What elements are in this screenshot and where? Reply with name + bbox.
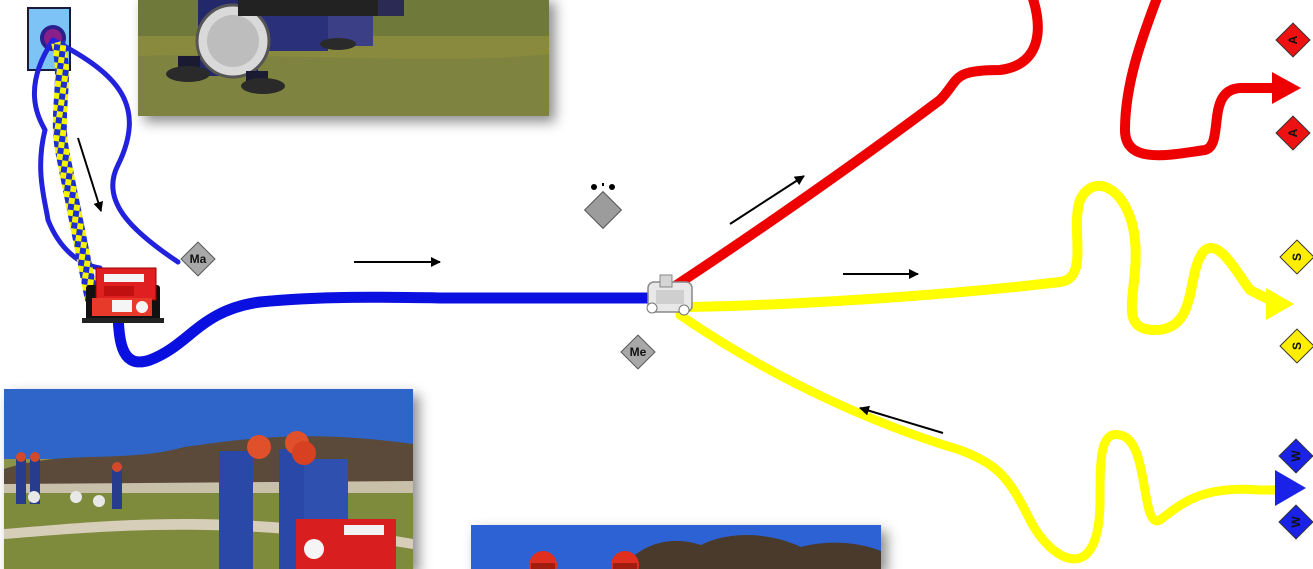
suction-line-right (50, 37, 181, 265)
supply-hose (112, 291, 656, 368)
attack-hose (670, 0, 1043, 291)
flow-arrows (77, 137, 944, 434)
photo-pump-crew-field (4, 389, 413, 569)
hose-troop-nozzle-arrow (1266, 288, 1294, 320)
water-troop-label: W (1289, 516, 1303, 528)
distributor-icon (646, 274, 693, 316)
water-troop-hose (675, 310, 1280, 564)
hose-troop-label: S (1290, 342, 1304, 350)
arrow-attack-up (729, 175, 805, 225)
attack-hose-end (1119, 0, 1285, 161)
attack-troop-symbol-2: A (1275, 115, 1311, 151)
messenger-symbol: Me (620, 334, 656, 370)
attack-troop-label: A (1286, 128, 1300, 137)
group-leader-symbol (583, 183, 623, 230)
checkered-suction-hose (51, 40, 99, 302)
water-troop-label: W (1289, 450, 1303, 462)
machinist-symbol: Ma (180, 241, 216, 277)
water-troop-symbol-2: W (1278, 504, 1313, 540)
arrow-suction-down (77, 137, 104, 212)
attack-nozzle-arrow (1272, 72, 1301, 104)
hose-troop-hose (685, 180, 1275, 336)
messenger-label: Me (630, 345, 647, 359)
fire-pump-icon (82, 267, 164, 323)
arrow-water-troop-left (859, 405, 944, 434)
hose-troop-label: S (1290, 253, 1304, 261)
hose-troop-symbol-2: S (1279, 328, 1313, 364)
photo-helmets-trees (471, 525, 881, 569)
attack-troop-label: A (1286, 35, 1300, 44)
attack-troop-symbol-1: A (1275, 22, 1311, 58)
photo-suction-hose-crew (138, 0, 549, 116)
hose-troop-symbol-1: S (1279, 239, 1313, 275)
water-troop-symbol-1: W (1278, 438, 1313, 474)
machinist-label: Ma (190, 252, 207, 266)
water-troop-nozzle-arrow (1275, 470, 1306, 506)
suction-line-left (31, 37, 103, 271)
